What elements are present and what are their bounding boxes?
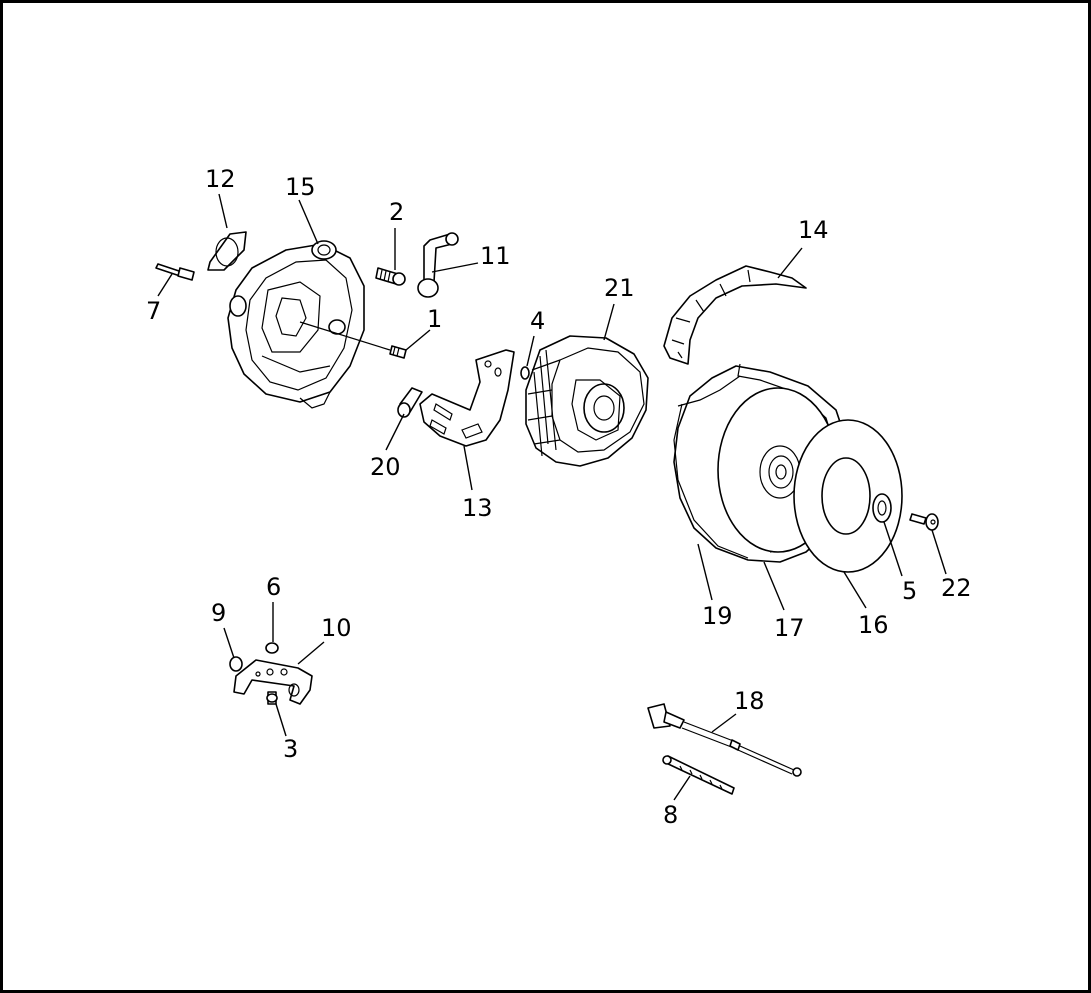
callout-22: 22 [941, 574, 972, 602]
part-nut[interactable] [265, 642, 279, 654]
part-stud[interactable] [266, 691, 278, 705]
part-cable-strap[interactable] [662, 755, 735, 795]
callout-18: 18 [734, 687, 765, 715]
part-cover-screw[interactable] [909, 513, 939, 531]
part-grommet[interactable] [229, 656, 243, 672]
callout-14: 14 [798, 216, 829, 244]
part-trim-ring[interactable] [793, 419, 903, 573]
callout-15: 15 [285, 173, 316, 201]
part-support-bracket[interactable] [419, 349, 515, 447]
part-cable[interactable] [647, 703, 802, 777]
part-filter-element[interactable] [525, 335, 649, 467]
callout-3: 3 [283, 735, 298, 763]
callout-8: 8 [663, 801, 678, 829]
callout-2: 2 [389, 198, 404, 226]
part-long-bolt[interactable] [155, 263, 195, 281]
callout-labels: 12 15 2 11 7 1 21 4 14 20 13 19 17 16 5 … [146, 165, 972, 829]
part-backplate[interactable] [227, 240, 365, 409]
part-breather-elbow[interactable] [417, 232, 459, 298]
callout-19: 19 [702, 602, 733, 630]
part-seal-washer[interactable] [872, 493, 892, 523]
callout-17: 17 [774, 614, 805, 642]
callout-11: 11 [480, 242, 511, 270]
leader-lines [157, 193, 947, 801]
callout-13: 13 [462, 494, 493, 522]
part-short-bolt[interactable] [299, 321, 407, 359]
callout-5: 5 [902, 577, 917, 605]
callout-21: 21 [604, 274, 635, 302]
callout-4: 4 [530, 307, 545, 335]
callout-20: 20 [370, 453, 401, 481]
callout-1: 1 [427, 305, 442, 333]
callout-12: 12 [205, 165, 236, 193]
part-breather-bolt[interactable] [375, 267, 406, 286]
part-trim-cover[interactable] [663, 265, 807, 365]
part-gasket[interactable] [207, 231, 247, 271]
callout-16: 16 [858, 611, 889, 639]
callout-10: 10 [321, 614, 352, 642]
part-mounting-bracket[interactable] [233, 659, 313, 705]
part-small-washer[interactable] [520, 366, 530, 380]
callout-6: 6 [266, 573, 281, 601]
callout-7: 7 [146, 297, 161, 325]
callout-9: 9 [211, 599, 226, 627]
part-spacer[interactable] [397, 387, 423, 418]
